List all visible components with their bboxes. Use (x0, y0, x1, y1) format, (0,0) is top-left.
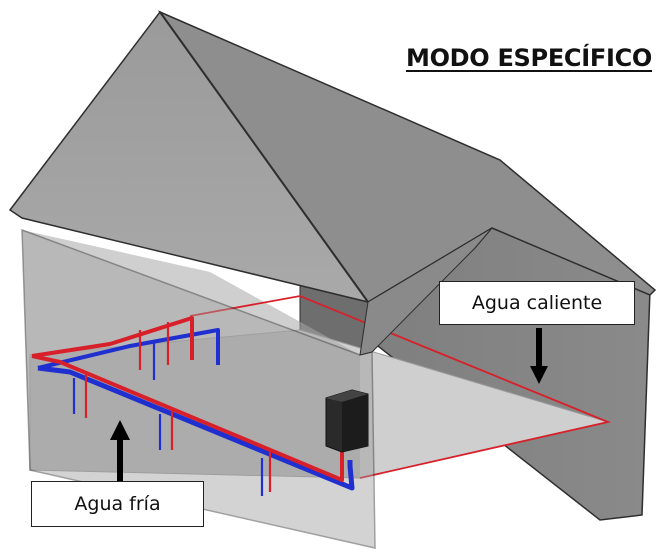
hot-drop-pipes (84, 322, 272, 492)
hot-water-pipe (31, 316, 194, 360)
hot-water-arrow (530, 328, 548, 384)
hot-water-pipe-front (31, 354, 344, 482)
cold-water-label: Agua fría (31, 481, 204, 527)
front-gable (359, 227, 493, 356)
cold-water-pipe-back (37, 328, 220, 370)
cold-water-pipe (37, 365, 355, 491)
roof-ridge (159, 11, 369, 303)
hot-water-label: Agua caliente (439, 281, 635, 325)
cold-drop-pipes (72, 340, 264, 496)
diagram-title: MODO ESPECÍFICO (405, 44, 652, 72)
cold-water-arrow (110, 420, 130, 481)
water-heater (325, 389, 369, 453)
hot-water-loop (189, 295, 611, 479)
front-wall (21, 228, 376, 549)
